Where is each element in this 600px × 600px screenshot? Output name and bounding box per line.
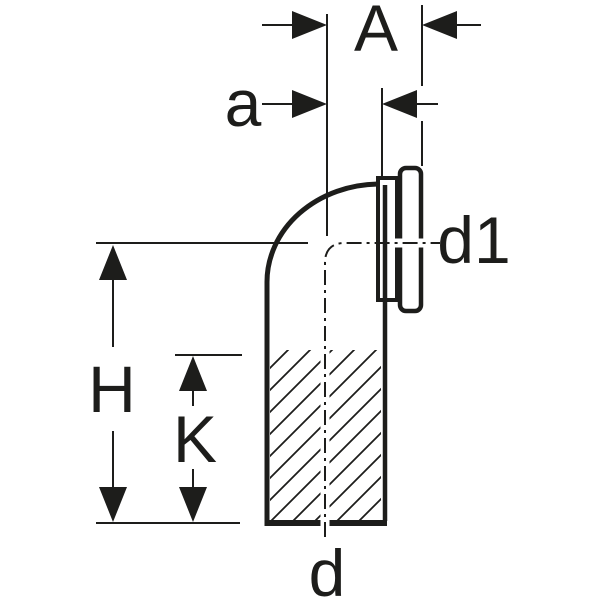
- label-dim-A: A: [354, 0, 398, 65]
- arrow-a-right: [382, 90, 417, 118]
- dimension-labels: A a H K d1 d: [88, 0, 511, 600]
- extension-lines: [96, 5, 423, 524]
- label-dim-K: K: [173, 402, 217, 476]
- pipe-fitting: [264, 165, 424, 526]
- label-dim-a: a: [225, 66, 262, 140]
- bend-outer-curve-and-left-edge: [264, 181, 379, 521]
- arrow-K-up: [179, 356, 207, 391]
- arrow-a-left: [292, 90, 327, 118]
- arrow-A-right: [422, 11, 457, 39]
- arrow-H-up: [99, 245, 127, 280]
- arrow-H-down: [99, 487, 127, 522]
- label-dim-d: d: [309, 536, 346, 600]
- label-dim-d1: d1: [437, 203, 510, 277]
- centerline: [324, 242, 440, 537]
- arrow-K-down: [179, 487, 207, 522]
- arrow-A-left: [292, 11, 327, 39]
- socket-spigot-outline: [376, 176, 400, 302]
- dimension-lines: [112, 24, 481, 489]
- label-dim-H: H: [88, 352, 136, 426]
- dimension-arrowheads: [99, 11, 457, 522]
